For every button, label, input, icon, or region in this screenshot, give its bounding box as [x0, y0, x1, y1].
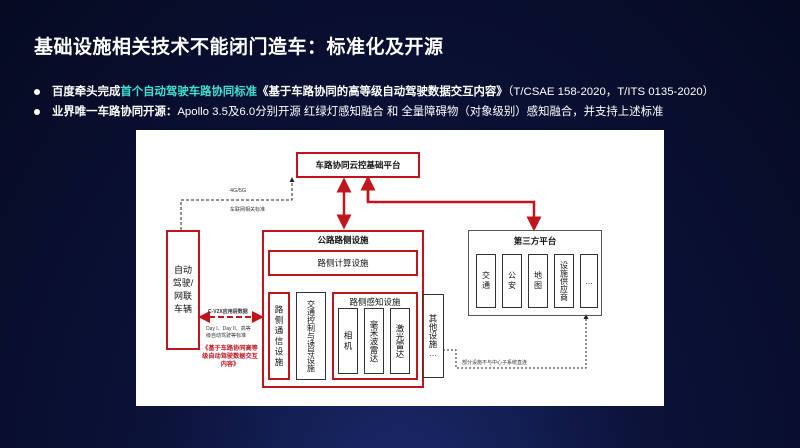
mmwave-box: 毫米波雷达: [364, 308, 384, 374]
perception-box: 路侧感知设施: [332, 292, 418, 380]
link-4g5g-label: 4G/5G: [230, 188, 247, 194]
roadside-title: 公路路侧设施: [317, 235, 369, 245]
bullet1-standard-title: 《基于车路协同的高等级自动驾驶数据交互内容》: [257, 86, 508, 98]
bullet1-standard-codes: （T/CSAE 158-2020，T/ITS 0135-2020）: [507, 86, 715, 98]
architecture-diagram: 车路协同云控基础平台 4G/5G 车联网相关标准 自动驾驶/网联车辆 C-V2X…: [136, 130, 664, 406]
bullet-list: 百度牵头完成首个自动驾驶车路协同标准《基于车路协同的高等级自动驾驶数据交互内容》…: [34, 84, 794, 124]
third-party-title: 第三方平台: [513, 236, 557, 246]
tp-item-more: …: [580, 254, 598, 308]
tp-item-traffic: 交通: [476, 254, 496, 308]
bullet2-lead: 业界唯一车路协同开源：: [52, 106, 178, 118]
traffic-control-box: 交通控制与诱导设施: [296, 292, 326, 380]
third-party-box: 第三方平台: [468, 230, 602, 316]
bullet1-highlight: 首个自动驾驶车路协同标准: [120, 86, 258, 98]
standard-ref-text: 《基于车路协同高等级自动驾驶数据交互内容》: [202, 345, 258, 368]
bullet2-text: Apollo 3.5及6.0分别开源 红绿灯感知融合 和 全量障碍物（对象级别）…: [177, 106, 664, 118]
bullet1-lead: 百度牵头完成: [52, 86, 121, 98]
diagram-connectors: [180, 175, 589, 369]
v2x-sub2: 级自动驾驶等标准: [206, 333, 247, 339]
roadside-box: 公路路侧设施: [262, 230, 424, 388]
lidar-box: 激光雷达: [390, 308, 410, 374]
link-standard-label: 车联网相关标准: [230, 207, 266, 213]
roadside-compute-box: 路侧计算设施: [268, 250, 418, 276]
cloud-platform-box: 车路协同云控基础平台: [296, 152, 420, 178]
camera-box: 相机: [338, 308, 358, 374]
vehicle-box: 自动驾驶/网联车辆: [166, 230, 200, 350]
perception-title: 路侧感知设施: [349, 297, 401, 307]
bullet-dot-icon: [34, 89, 40, 95]
tp-item-police: 公安: [502, 254, 522, 308]
partial-connect-label: 部分设施不与中心子系统直连: [462, 360, 528, 366]
v2x-sub1: Day I、Day II、高等: [206, 326, 251, 332]
bullet-dot-icon: [34, 109, 40, 115]
bullet-item-2: 业界唯一车路协同开源：Apollo 3.5及6.0分别开源 红绿灯感知融合 和 …: [34, 104, 794, 120]
tp-item-supplier: 设施供应商: [554, 254, 574, 308]
comm-box: 路侧通信设施: [268, 292, 290, 380]
bullet-item-1: 百度牵头完成首个自动驾驶车路协同标准《基于车路协同的高等级自动驾驶数据交互内容》…: [34, 84, 794, 100]
other-box: 其他设施…: [422, 294, 444, 378]
v2x-label: C-V2X应用层数据: [208, 309, 248, 315]
slide-title: 基础设施相关技术不能闭门造车：标准化及开源: [34, 37, 444, 58]
tp-item-map: 地图: [528, 254, 548, 308]
